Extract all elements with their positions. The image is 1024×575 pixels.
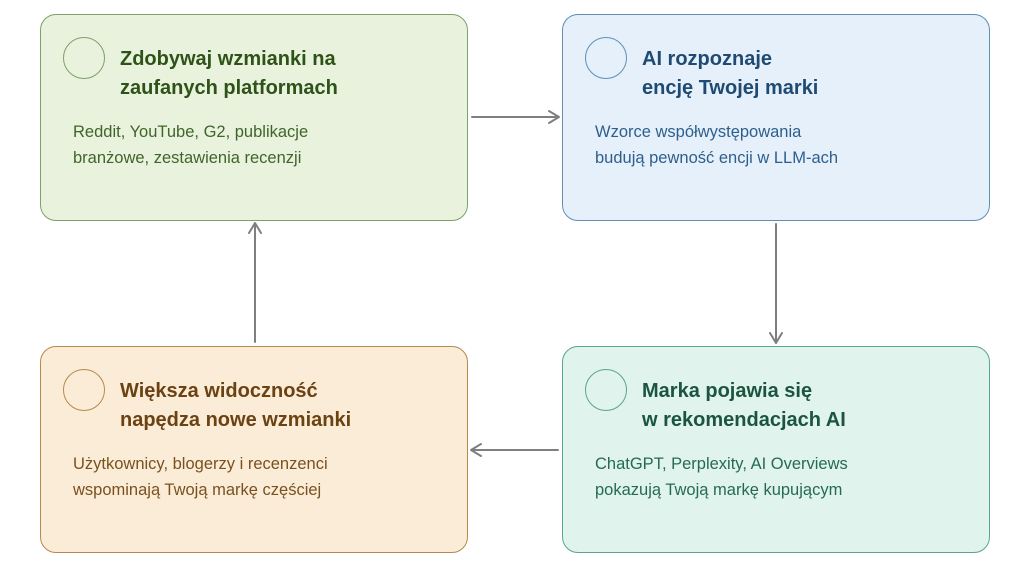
arrow-2-to-3 bbox=[769, 223, 783, 344]
step-card-4: 4 Większa widoczność napędza nowe wzmian… bbox=[40, 346, 468, 553]
step-card-2: 2 AI rozpoznaje encję Twojej marki Wzorc… bbox=[562, 14, 990, 221]
step-description: Użytkownicy, blogerzy i recenzenci wspom… bbox=[73, 455, 328, 499]
step-title: Większa widoczność napędza nowe wzmianki bbox=[120, 380, 352, 431]
step-number-badge: 4 bbox=[63, 369, 105, 411]
arrow-3-to-4 bbox=[470, 443, 559, 457]
arrow-4-to-1 bbox=[248, 222, 262, 343]
step-card-3: 3 Marka pojawia się w rekomendacjach AI … bbox=[562, 346, 990, 553]
step-title: Marka pojawia się w rekomendacjach AI bbox=[642, 380, 846, 431]
step-number-badge: 1 bbox=[63, 37, 105, 79]
step-title: Zdobywaj wzmianki na zaufanych platforma… bbox=[120, 48, 338, 99]
step-card-1: 1 Zdobywaj wzmianki na zaufanych platfor… bbox=[40, 14, 468, 221]
arrow-1-to-2 bbox=[471, 110, 560, 124]
step-number-badge: 2 bbox=[585, 37, 627, 79]
step-number-badge: 3 bbox=[585, 369, 627, 411]
step-description: Reddit, YouTube, G2, publikacje branżowe… bbox=[73, 123, 309, 167]
step-description: ChatGPT, Perplexity, AI Overviews pokazu… bbox=[595, 455, 848, 499]
step-description: Wzorce współwystępowania budują pewność … bbox=[595, 123, 839, 167]
step-title: AI rozpoznaje encję Twojej marki bbox=[642, 48, 819, 99]
